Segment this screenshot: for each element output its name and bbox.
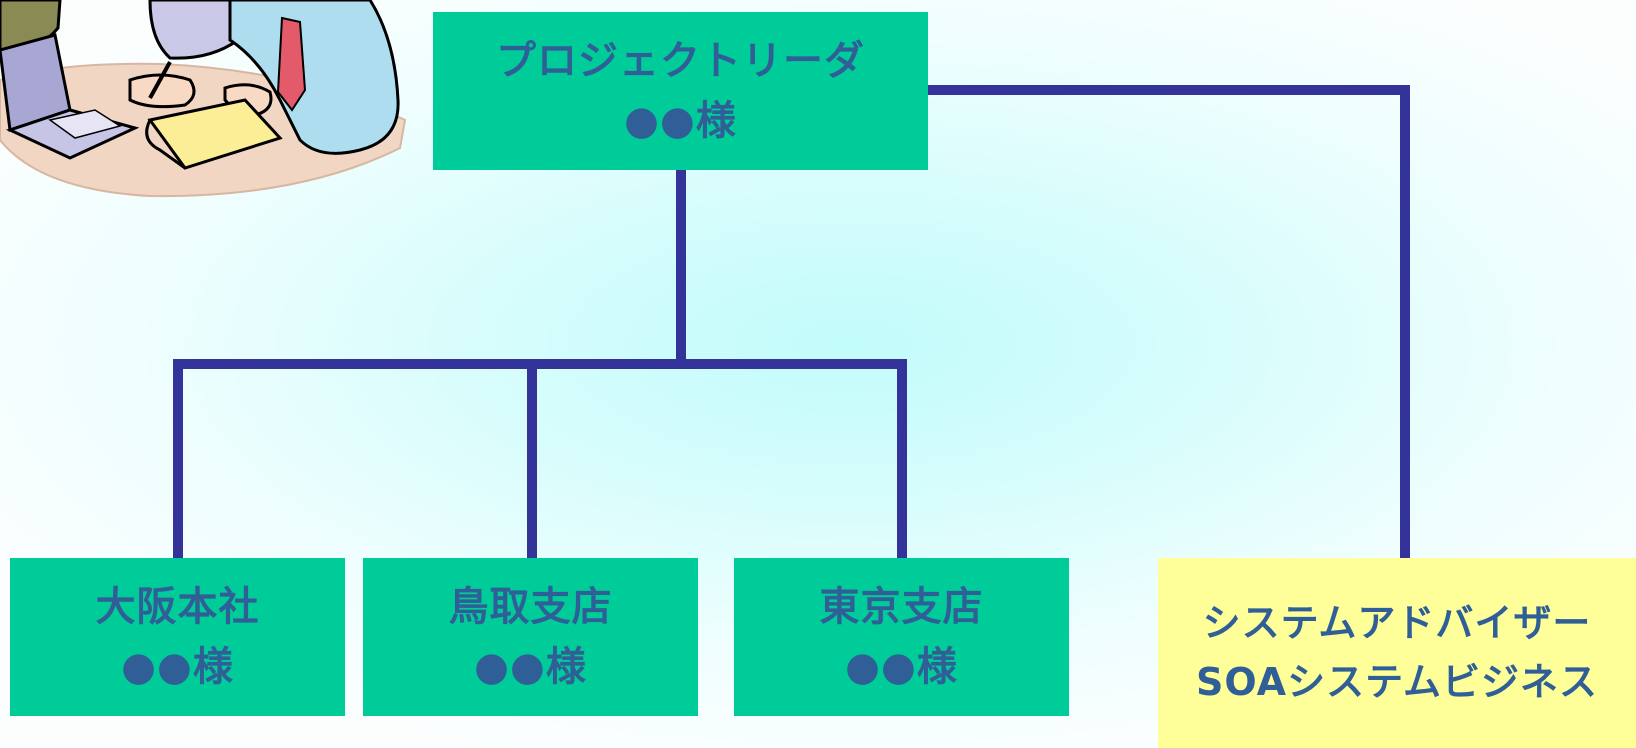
- branch-title: 東京支店: [819, 584, 984, 630]
- branch-name: ●●様: [121, 644, 234, 690]
- branch-name: ●●様: [474, 644, 587, 690]
- branch-box-tokyo: 東京支店 ●●様: [734, 558, 1069, 716]
- system-advisor-box: システムアドバイザー SOAシステムビジネス: [1158, 558, 1636, 748]
- branch-box-tottori: 鳥取支店 ●●様: [363, 558, 698, 716]
- branch-box-osaka: 大阪本社 ●●様: [10, 558, 345, 716]
- advisor-title: システムアドバイザー: [1202, 600, 1592, 645]
- advisor-org: SOAシステムビジネス: [1196, 660, 1598, 704]
- branch-name: ●●様: [845, 644, 958, 690]
- branch-title: 大阪本社: [95, 584, 260, 630]
- project-leader-title: プロジェクトリーダ: [496, 38, 865, 84]
- business-meeting-clipart-icon: [0, 0, 407, 198]
- project-leader-box: プロジェクトリーダ ●●様: [433, 12, 928, 170]
- project-leader-name: ●●様: [624, 98, 737, 144]
- branch-title: 鳥取支店: [448, 584, 613, 630]
